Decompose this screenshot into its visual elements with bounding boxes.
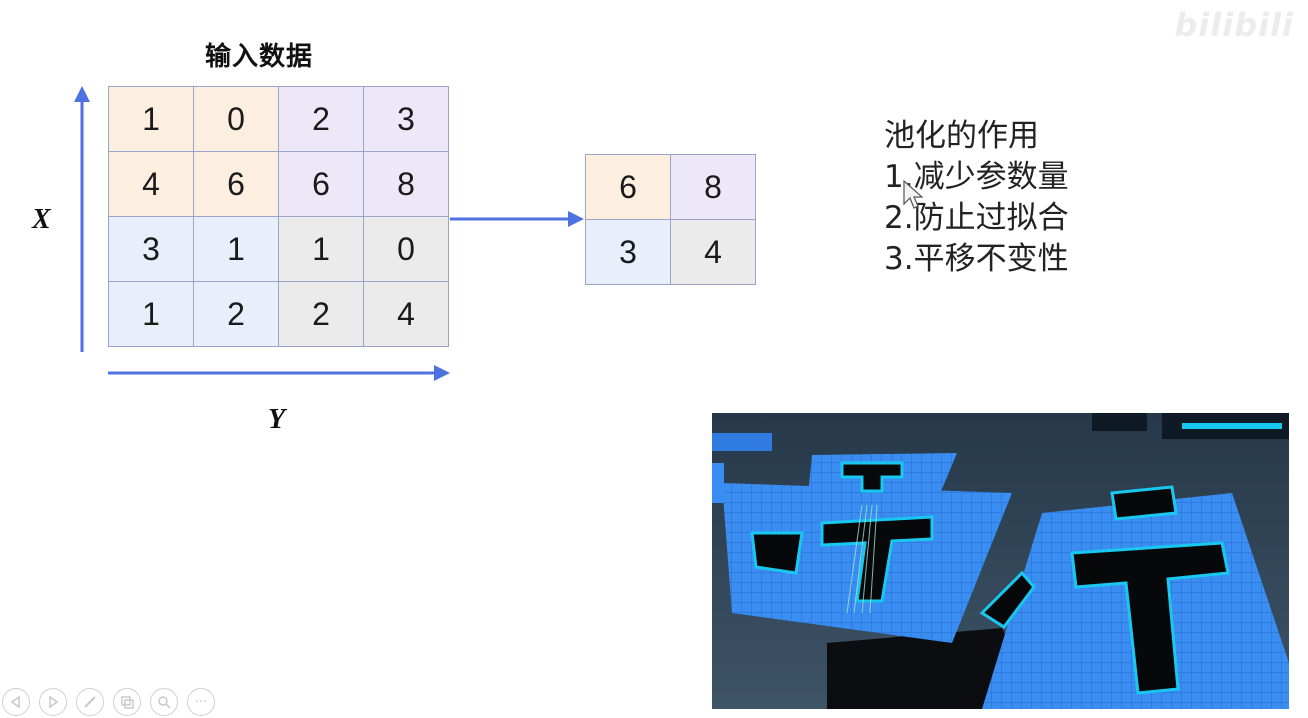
play-icon[interactable] xyxy=(39,688,67,716)
matrix-row: 3 1 1 0 xyxy=(108,216,449,282)
matrix-cell: 6 xyxy=(278,151,364,217)
bilibili-logo: bilibili xyxy=(1174,6,1294,44)
more-icon[interactable]: ··· xyxy=(187,688,215,716)
matrix-cell: 8 xyxy=(363,151,449,217)
matrix-cell: 2 xyxy=(278,86,364,152)
output-matrix: 6 8 3 4 xyxy=(585,154,756,285)
matrix-cell: 1 xyxy=(108,86,194,152)
matrix-cell: 0 xyxy=(193,86,279,152)
copy-icon[interactable] xyxy=(113,688,141,716)
matrix-cell: 6 xyxy=(193,151,279,217)
notes-item: 1.减少参数量 xyxy=(884,159,1069,195)
matrix-cell: 3 xyxy=(363,86,449,152)
cnn-visualization-image xyxy=(712,413,1289,709)
matrix-cell: 6 xyxy=(585,154,671,220)
pooling-notes: 池化的作用 1.减少参数量 2.防止过拟合 3.平移不变性 xyxy=(884,116,1069,280)
presentation-toolbar: ··· xyxy=(0,688,215,718)
mouse-cursor-icon xyxy=(903,180,923,209)
matrix-cell: 3 xyxy=(108,216,194,282)
x-axis-arrow xyxy=(74,86,90,352)
matrix-row: 4 6 6 8 xyxy=(108,151,449,217)
matrix-cell: 4 xyxy=(670,219,756,285)
prev-icon[interactable] xyxy=(2,688,30,716)
pen-icon[interactable] xyxy=(76,688,104,716)
matrix-cell: 2 xyxy=(278,281,364,347)
matrix-cell: 1 xyxy=(193,216,279,282)
matrix-cell: 2 xyxy=(193,281,279,347)
matrix-cell: 8 xyxy=(670,154,756,220)
matrix-cell: 1 xyxy=(278,216,364,282)
notes-heading: 池化的作用 xyxy=(884,118,1039,154)
matrix-cell: 4 xyxy=(108,151,194,217)
pooling-arrow xyxy=(450,211,584,227)
matrix-cell: 0 xyxy=(363,216,449,282)
matrix-cell: 3 xyxy=(585,219,671,285)
y-axis-arrow xyxy=(108,365,450,381)
x-axis-label: X xyxy=(32,204,51,235)
matrix-row: 1 0 2 3 xyxy=(108,86,449,152)
matrix-cell: 1 xyxy=(108,281,194,347)
matrix-cell: 4 xyxy=(363,281,449,347)
input-data-title: 输入数据 xyxy=(205,42,314,72)
y-axis-label: Y xyxy=(268,404,286,435)
matrix-row: 3 4 xyxy=(585,219,756,285)
matrix-row: 6 8 xyxy=(585,154,756,220)
input-matrix: 1 0 2 3 4 6 6 8 3 1 1 0 1 2 2 4 xyxy=(108,86,449,347)
notes-item: 3.平移不变性 xyxy=(884,241,1069,277)
matrix-row: 1 2 2 4 xyxy=(108,281,449,347)
zoom-icon[interactable] xyxy=(150,688,178,716)
